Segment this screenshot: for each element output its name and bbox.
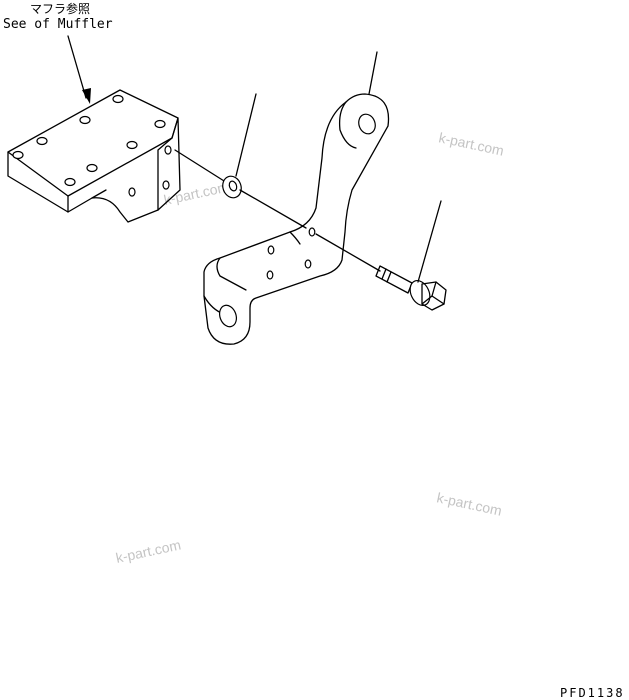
watermark-1: k-part.com [437, 129, 505, 158]
washer [222, 175, 242, 199]
bolt-leader [417, 200, 442, 283]
drawing-code: PFD1138 [560, 686, 625, 700]
callout-arrow [67, 35, 91, 104]
flange-bolt [375, 265, 447, 311]
watermark-4: k-part.com [114, 537, 182, 566]
callout-japanese: マフラ参照 [30, 1, 90, 16]
watermark-2: k-part.com [162, 179, 230, 208]
centerline-block-washer [174, 149, 233, 187]
callout-english: See of Muffler [3, 17, 113, 32]
bracket-leader [368, 51, 378, 95]
washer-leader [235, 93, 257, 177]
watermark-3: k-part.com [435, 489, 503, 518]
centerline-bracket-bolt [315, 233, 381, 272]
centerline-washer-bracket [239, 189, 307, 229]
muffler-block [7, 89, 181, 223]
muffler-bracket [203, 93, 390, 345]
